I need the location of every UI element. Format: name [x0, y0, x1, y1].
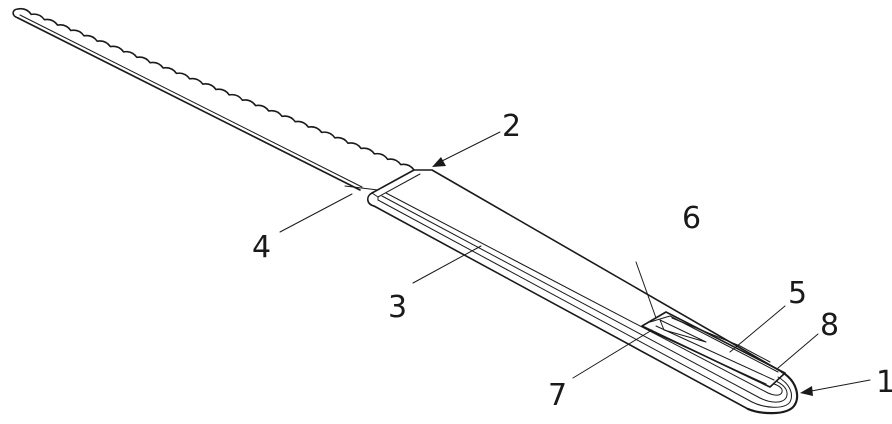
- label-1: 1: [876, 365, 892, 400]
- leader-1: [805, 379, 871, 393]
- blade-lower-edge-inner: [19, 14, 363, 188]
- blade-lower-edge: [17, 17, 361, 191]
- label-3: 3: [388, 290, 407, 325]
- label-4: 4: [252, 230, 271, 265]
- handle-rear-cap-ring-2: [759, 380, 788, 403]
- label-2: 2: [502, 109, 521, 144]
- handle-side-stripe-3: [381, 195, 761, 399]
- handle: [366, 169, 799, 415]
- leader-8: [777, 333, 819, 369]
- leader-3: [412, 245, 482, 284]
- label-5: 5: [788, 276, 807, 311]
- serrated-edge: [17, 7, 415, 171]
- label-8: 8: [820, 308, 839, 343]
- handle-front-cap: [366, 192, 375, 207]
- handle-front-cap-inner: [371, 192, 379, 201]
- leader-lines: [279, 131, 871, 396]
- handle-side-stripe-1: [373, 205, 749, 410]
- handle-insert-line-4: [671, 317, 771, 363]
- handle-side-stripe-2: [377, 199, 753, 403]
- blade-heel: [344, 185, 379, 191]
- blade: [12, 7, 415, 191]
- leader-2: [437, 131, 501, 164]
- leader-7: [572, 329, 653, 379]
- label-7: 7: [548, 378, 567, 413]
- handle-side-stripe-4: [385, 192, 769, 394]
- handle-insert-wedge: [659, 319, 707, 343]
- handle-insert-line-2: [655, 325, 775, 381]
- leader-6: [635, 261, 657, 319]
- handle-rear-cap-ring-3: [767, 383, 783, 396]
- reference-labels: 1 2 3 4 5 6 7 8: [252, 109, 892, 413]
- handle-rear-cap-ring-1: [751, 376, 792, 408]
- label-6: 6: [682, 201, 701, 236]
- handle-rear-cap: [746, 370, 799, 415]
- handle-insert-line-3: [647, 329, 767, 385]
- leader-1-arrowhead: [800, 386, 813, 396]
- leader-4: [279, 193, 353, 233]
- handle-top-face: [371, 169, 783, 373]
- leader-2-arrowhead: [432, 157, 446, 167]
- leader-5: [729, 305, 786, 353]
- handle-top-back-edge: [377, 173, 421, 198]
- handle-insert-line-1: [649, 315, 779, 373]
- blade-tip: [12, 8, 19, 19]
